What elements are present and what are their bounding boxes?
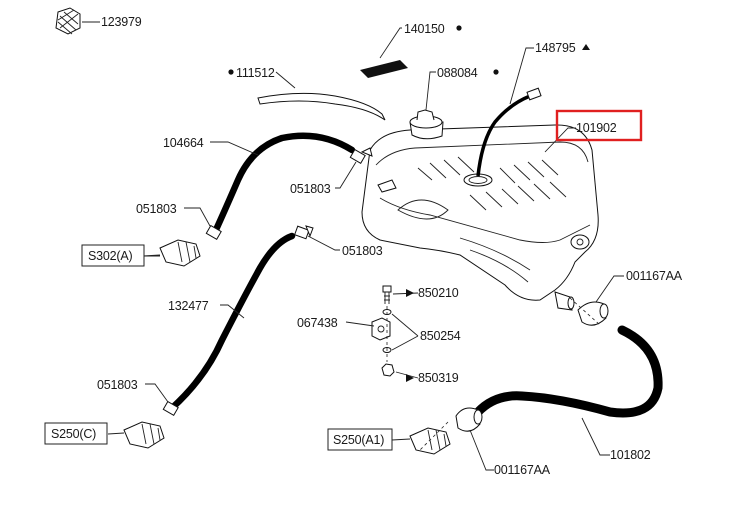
marker-triangle	[406, 289, 414, 297]
hose-104664[interactable]	[211, 132, 356, 236]
connector-fitting[interactable]	[142, 239, 201, 267]
connector-fitting[interactable]	[107, 421, 165, 449]
part-label-051803[interactable]: 051803	[290, 182, 331, 196]
marker-dot	[456, 25, 462, 31]
connector-box-s302a	[81, 244, 145, 267]
marker-triangle	[406, 374, 414, 382]
part-label-850210[interactable]: 850210	[418, 286, 459, 300]
hose-clamp[interactable]	[294, 225, 314, 240]
part-label-101802[interactable]: 101802	[610, 448, 651, 462]
part-label-051803[interactable]: 051803	[97, 378, 138, 392]
part-label-140150[interactable]: 140150	[404, 22, 445, 36]
hose-clamp[interactable]	[205, 224, 222, 241]
part-label-088084[interactable]: 088084	[437, 66, 478, 80]
sender-wire[interactable]	[476, 87, 542, 177]
outlet-clamp[interactable]	[577, 301, 609, 326]
part-label-001167AA[interactable]: 001167AA	[494, 463, 551, 477]
connector-box-s250c	[44, 422, 108, 445]
marker-dot	[228, 69, 234, 75]
part-label-132477[interactable]: 132477	[168, 299, 209, 313]
foam-pad[interactable]	[360, 60, 408, 78]
part-label-850319[interactable]: 850319	[418, 371, 459, 385]
leader-lines	[82, 21, 624, 471]
part-label-104664[interactable]: 104664	[163, 136, 204, 150]
connector-label-s250c[interactable]: S250(C)	[51, 427, 96, 441]
reference-line	[569, 297, 601, 326]
hose-132477[interactable]	[168, 232, 296, 412]
mount-nut[interactable]	[381, 363, 395, 377]
connector-label-s302a[interactable]: S302(A)	[88, 249, 133, 263]
hose-clamp[interactable]	[162, 400, 179, 417]
mount-bracket[interactable]	[371, 317, 391, 341]
part-label-111512[interactable]: 111512	[236, 66, 275, 80]
connector-label-s250a1[interactable]: S250(A1)	[333, 433, 384, 447]
breather-hose[interactable]	[257, 92, 386, 121]
highlight-box	[555, 109, 643, 142]
part-label-051803[interactable]: 051803	[136, 202, 177, 216]
part-label-850254[interactable]: 850254	[420, 329, 461, 343]
hose-101802[interactable]	[473, 325, 663, 418]
marker-triangle	[582, 44, 590, 50]
connector-fitting[interactable]	[391, 427, 451, 455]
hose-clamp[interactable]	[349, 147, 373, 165]
part-label-123979[interactable]: 123979	[101, 15, 142, 29]
reference-line	[419, 421, 449, 451]
part-label-001167AA[interactable]: 001167AA	[626, 269, 683, 283]
outlet-clamp[interactable]	[455, 407, 483, 432]
part-label-101902[interactable]: 101902	[576, 121, 617, 135]
connector-box-s250a1	[327, 428, 393, 451]
legend-symbol	[55, 7, 81, 35]
part-label-051803[interactable]: 051803	[342, 244, 383, 258]
filler-cap[interactable]	[409, 109, 444, 140]
mount-bolt[interactable]	[382, 285, 392, 304]
part-label-148795[interactable]: 148795	[535, 41, 576, 55]
part-label-067438[interactable]: 067438	[297, 316, 338, 330]
marker-dot	[493, 69, 499, 75]
fuel-tank[interactable]	[361, 124, 599, 311]
